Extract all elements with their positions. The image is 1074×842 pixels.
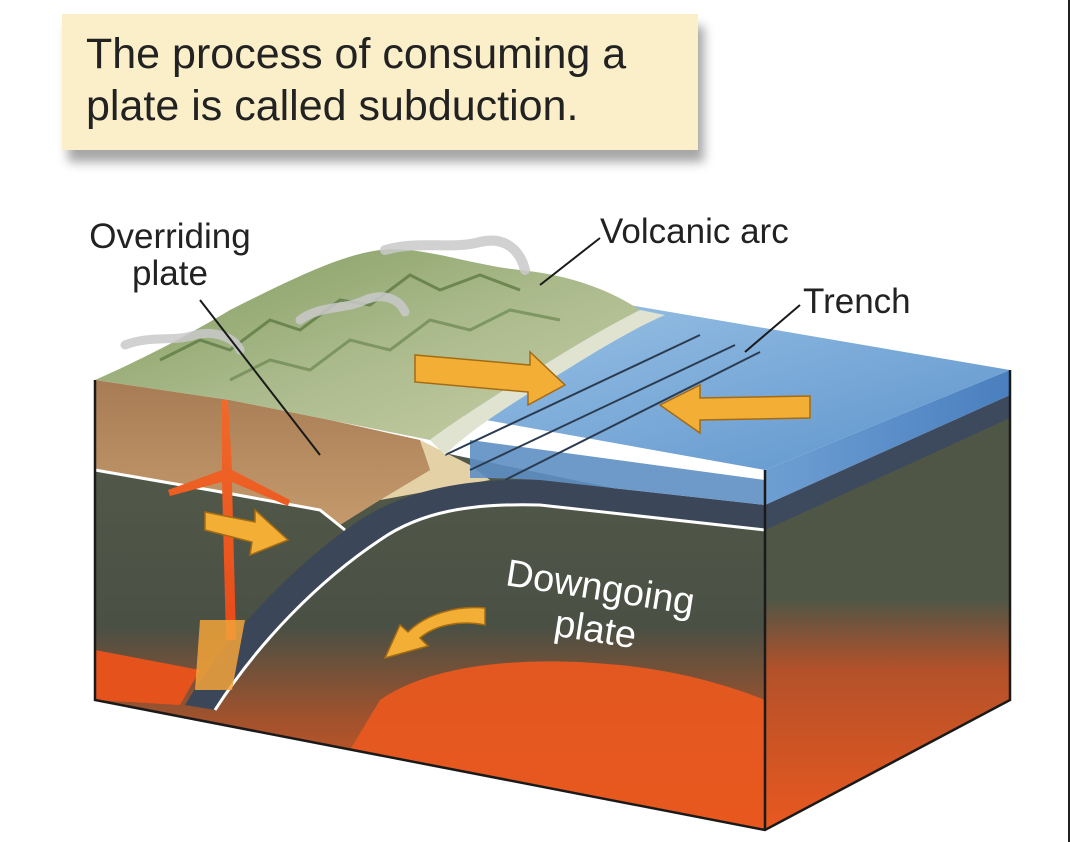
trench-line-1: [444, 334, 701, 456]
smoke-plume-2: [295, 292, 410, 325]
volcanic-arc-leader: [539, 237, 601, 286]
side-plate-band: [765, 395, 1010, 530]
hot-mantle-front: [350, 661, 765, 830]
trench-leader: [744, 304, 801, 353]
magma-pool: [195, 620, 245, 690]
mantle-flow-arrow-1: [204, 508, 290, 557]
side-face-mantle: [765, 410, 1010, 830]
overriding-motion-arrow: [414, 350, 567, 407]
overriding-crust: [95, 380, 430, 525]
caption-line-1: The process of consuming a: [86, 30, 627, 78]
mountain-ridge-2: [229, 308, 561, 382]
ocean-front: [470, 440, 765, 505]
overriding-plate-label-1: Overriding: [89, 217, 250, 256]
hot-mantle-left: [95, 650, 200, 705]
block-outline: [93, 370, 1012, 832]
lithosphere-boundary: [94, 468, 346, 532]
mantle-flow-arrow-2: [383, 606, 486, 660]
caption-box: The process of consuming a plate is call…: [62, 14, 698, 150]
overriding-plate-leader: [199, 299, 321, 456]
smoke-plume-3: [380, 235, 530, 275]
trench-label: Trench: [803, 282, 911, 321]
caption-line-2: plate is called subduction.: [86, 82, 579, 130]
coastline: [430, 310, 665, 455]
overriding-plate-label-2: plate: [132, 254, 208, 293]
downgoing-slab-top-line: [213, 503, 766, 711]
side-ocean: [765, 370, 1010, 505]
trench-line-3: [504, 351, 761, 481]
mountain-ridge: [159, 273, 521, 362]
downgoing-motion-arrow: [658, 383, 811, 435]
downgoing-slab: [185, 479, 765, 710]
page-edge-line: [1068, 0, 1070, 842]
volcanic-arc-label: Volcanic arc: [600, 212, 789, 251]
trench-line-2: [469, 344, 736, 471]
